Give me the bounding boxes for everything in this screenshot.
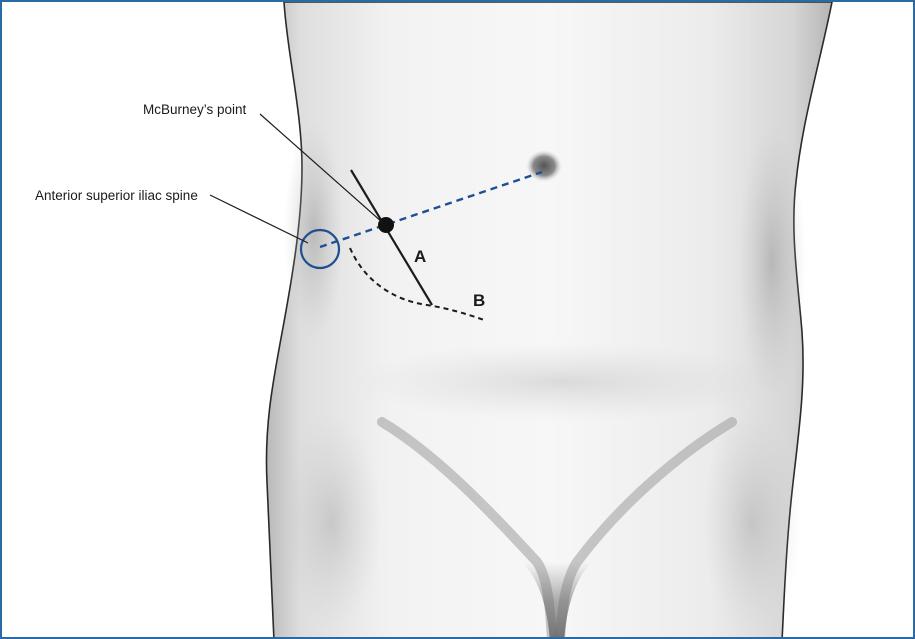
right-thigh-shadow: [702, 412, 802, 632]
mcburney-label: McBurney’s point: [143, 102, 247, 117]
line-a-label: A: [414, 247, 426, 266]
lower-abdomen-shadow: [352, 342, 772, 422]
navel: [526, 150, 562, 182]
right-flank-shadow: [738, 122, 806, 402]
mcburney-point-marker: [378, 217, 394, 233]
left-thigh-shadow: [282, 412, 382, 632]
line-b-label: B: [473, 291, 485, 310]
asis-label: Anterior superior iliac spine: [35, 188, 198, 203]
